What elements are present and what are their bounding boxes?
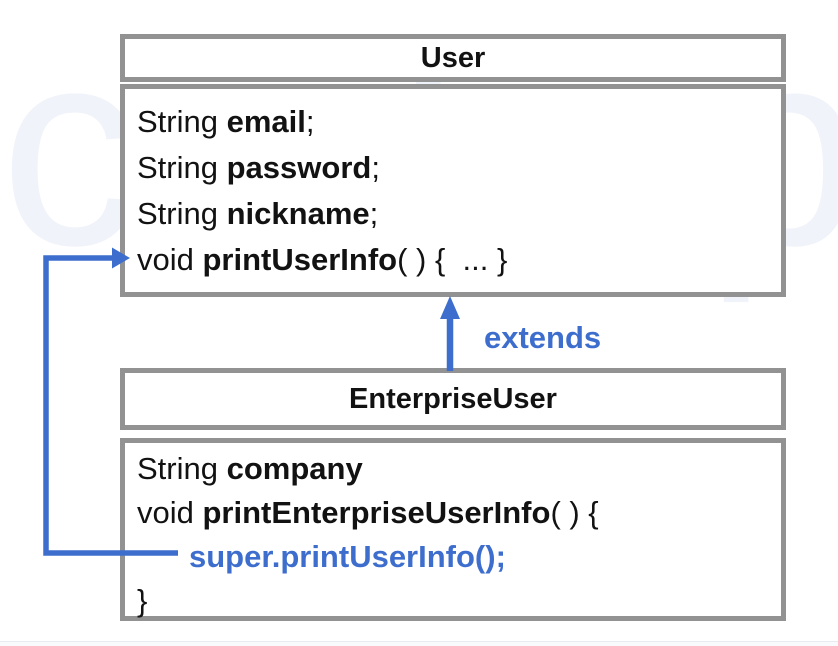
method-print-user-info: void printUserInfo( ) { ... } <box>137 237 773 283</box>
member-type: String <box>137 196 227 231</box>
member-type: String <box>137 150 227 185</box>
member-name: email <box>226 104 306 139</box>
method-name: printEnterpriseUserInfo <box>202 495 551 530</box>
closing-brace-line: } <box>137 579 773 623</box>
member-nickname: String nickname; <box>137 191 773 237</box>
method-return-type: void <box>137 495 203 530</box>
closing-brace: } <box>137 583 148 618</box>
member-company: String company <box>137 447 773 491</box>
enterprise-class-body: String company void printEnterpriseUserI… <box>120 438 786 621</box>
member-type: String <box>137 451 227 486</box>
member-suffix: ; <box>371 150 380 185</box>
member-password: String password; <box>137 145 773 191</box>
extends-label: extends <box>484 320 602 355</box>
member-type: String <box>137 104 227 139</box>
member-email: String email; <box>137 99 773 145</box>
enterprise-class-header: EnterpriseUser <box>120 368 786 430</box>
method-print-enterprise-user-info: void printEnterpriseUserInfo( ) { <box>137 491 773 535</box>
member-name: nickname <box>226 196 370 231</box>
enterprise-class-title: EnterpriseUser <box>349 382 557 415</box>
member-name: company <box>226 451 363 486</box>
user-class-body: String email; String password; String ni… <box>120 84 786 297</box>
member-name: password <box>226 150 372 185</box>
member-suffix: ; <box>305 104 315 139</box>
method-suffix: ( ) { ... } <box>397 242 508 277</box>
user-class-title: User <box>420 41 486 74</box>
super-call-text: super.printUserInfo(); <box>189 539 506 574</box>
super-call-statement: super.printUserInfo(); <box>189 535 773 579</box>
method-suffix: ( ) { <box>550 495 599 530</box>
method-return-type: void <box>137 242 203 277</box>
user-class-header: User <box>120 34 786 82</box>
bottom-divider <box>0 641 838 646</box>
method-name: printUserInfo <box>202 242 398 277</box>
member-suffix: ; <box>369 196 379 231</box>
